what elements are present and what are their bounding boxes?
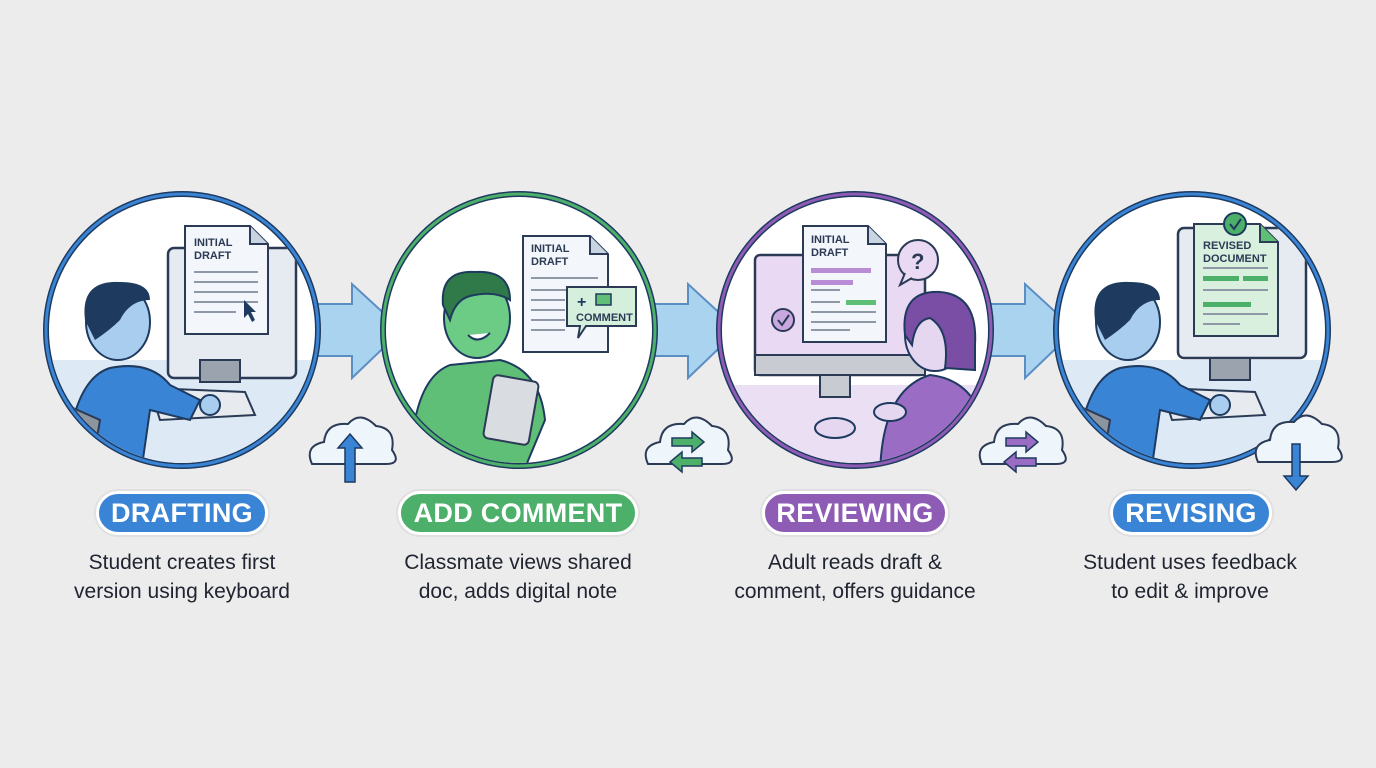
document-icon: INITIAL DRAFT xyxy=(184,225,269,335)
add-comment-illustration: INITIAL DRAFT + COMMENT xyxy=(380,191,658,469)
svg-text:+: + xyxy=(577,294,586,311)
description-line: comment, offers guidance xyxy=(734,580,976,603)
description-line: doc, adds digital note xyxy=(418,580,618,603)
description-line: Adult reads draft & xyxy=(768,551,942,574)
cloud-download-icon xyxy=(1254,414,1343,492)
comment-label: COMMENT xyxy=(576,312,633,324)
tablet-icon xyxy=(482,374,540,446)
question-mark: ? xyxy=(911,249,924,274)
doc-label-line2: DRAFT xyxy=(811,247,849,259)
check-icon xyxy=(771,308,795,332)
description-line: Student uses feedback xyxy=(1083,551,1297,574)
checkmark-badge-icon xyxy=(1223,212,1247,236)
description-line: Student creates first xyxy=(88,551,276,574)
cloud-sync-icon xyxy=(978,416,1067,474)
drafting-illustration: INITIAL DRAFT xyxy=(43,191,321,469)
step-label-reviewing: REVIEWING xyxy=(762,491,948,535)
doc-label-line1: INITIAL xyxy=(531,243,570,255)
flow-arrow xyxy=(311,281,404,381)
step-label-revising: REVISING xyxy=(1110,491,1272,535)
doc-label-line1: INITIAL xyxy=(811,234,850,246)
description-line: Classmate views shared xyxy=(404,551,632,574)
description-line: to edit & improve xyxy=(1111,580,1269,603)
question-bubble-icon: ? xyxy=(897,239,939,288)
doc-label-line2: DOCUMENT xyxy=(1203,253,1267,265)
cloud-sync-icon xyxy=(644,416,733,474)
description-line: version using keyboard xyxy=(74,580,290,603)
reviewing-illustration: INITIAL DRAFT ? xyxy=(716,191,994,469)
step-label-add-comment: ADD COMMENT xyxy=(398,491,638,535)
step-description-add-comment: Classmate views shared doc, adds digital … xyxy=(368,548,668,606)
doc-label-line1: REVISED xyxy=(1203,240,1251,252)
doc-label-line1: INITIAL xyxy=(194,237,233,249)
cursor-icon xyxy=(244,300,256,322)
step-label-drafting: DRAFTING xyxy=(96,491,268,535)
step-description-reviewing: Adult reads draft & comment, offers guida… xyxy=(705,548,1005,606)
step-description-revising: Student uses feedback to edit & improve xyxy=(1040,548,1340,606)
step-description-drafting: Student creates first version using keybo… xyxy=(32,548,332,606)
comment-bubble-icon: + COMMENT xyxy=(566,286,637,339)
cloud-upload-icon xyxy=(308,416,397,483)
flow-arrow xyxy=(984,281,1077,381)
document-icon: REVISED DOCUMENT xyxy=(1193,223,1279,337)
doc-label-line2: DRAFT xyxy=(531,256,569,268)
document-icon: INITIAL DRAFT xyxy=(802,225,887,343)
doc-label-line2: DRAFT xyxy=(194,250,232,262)
